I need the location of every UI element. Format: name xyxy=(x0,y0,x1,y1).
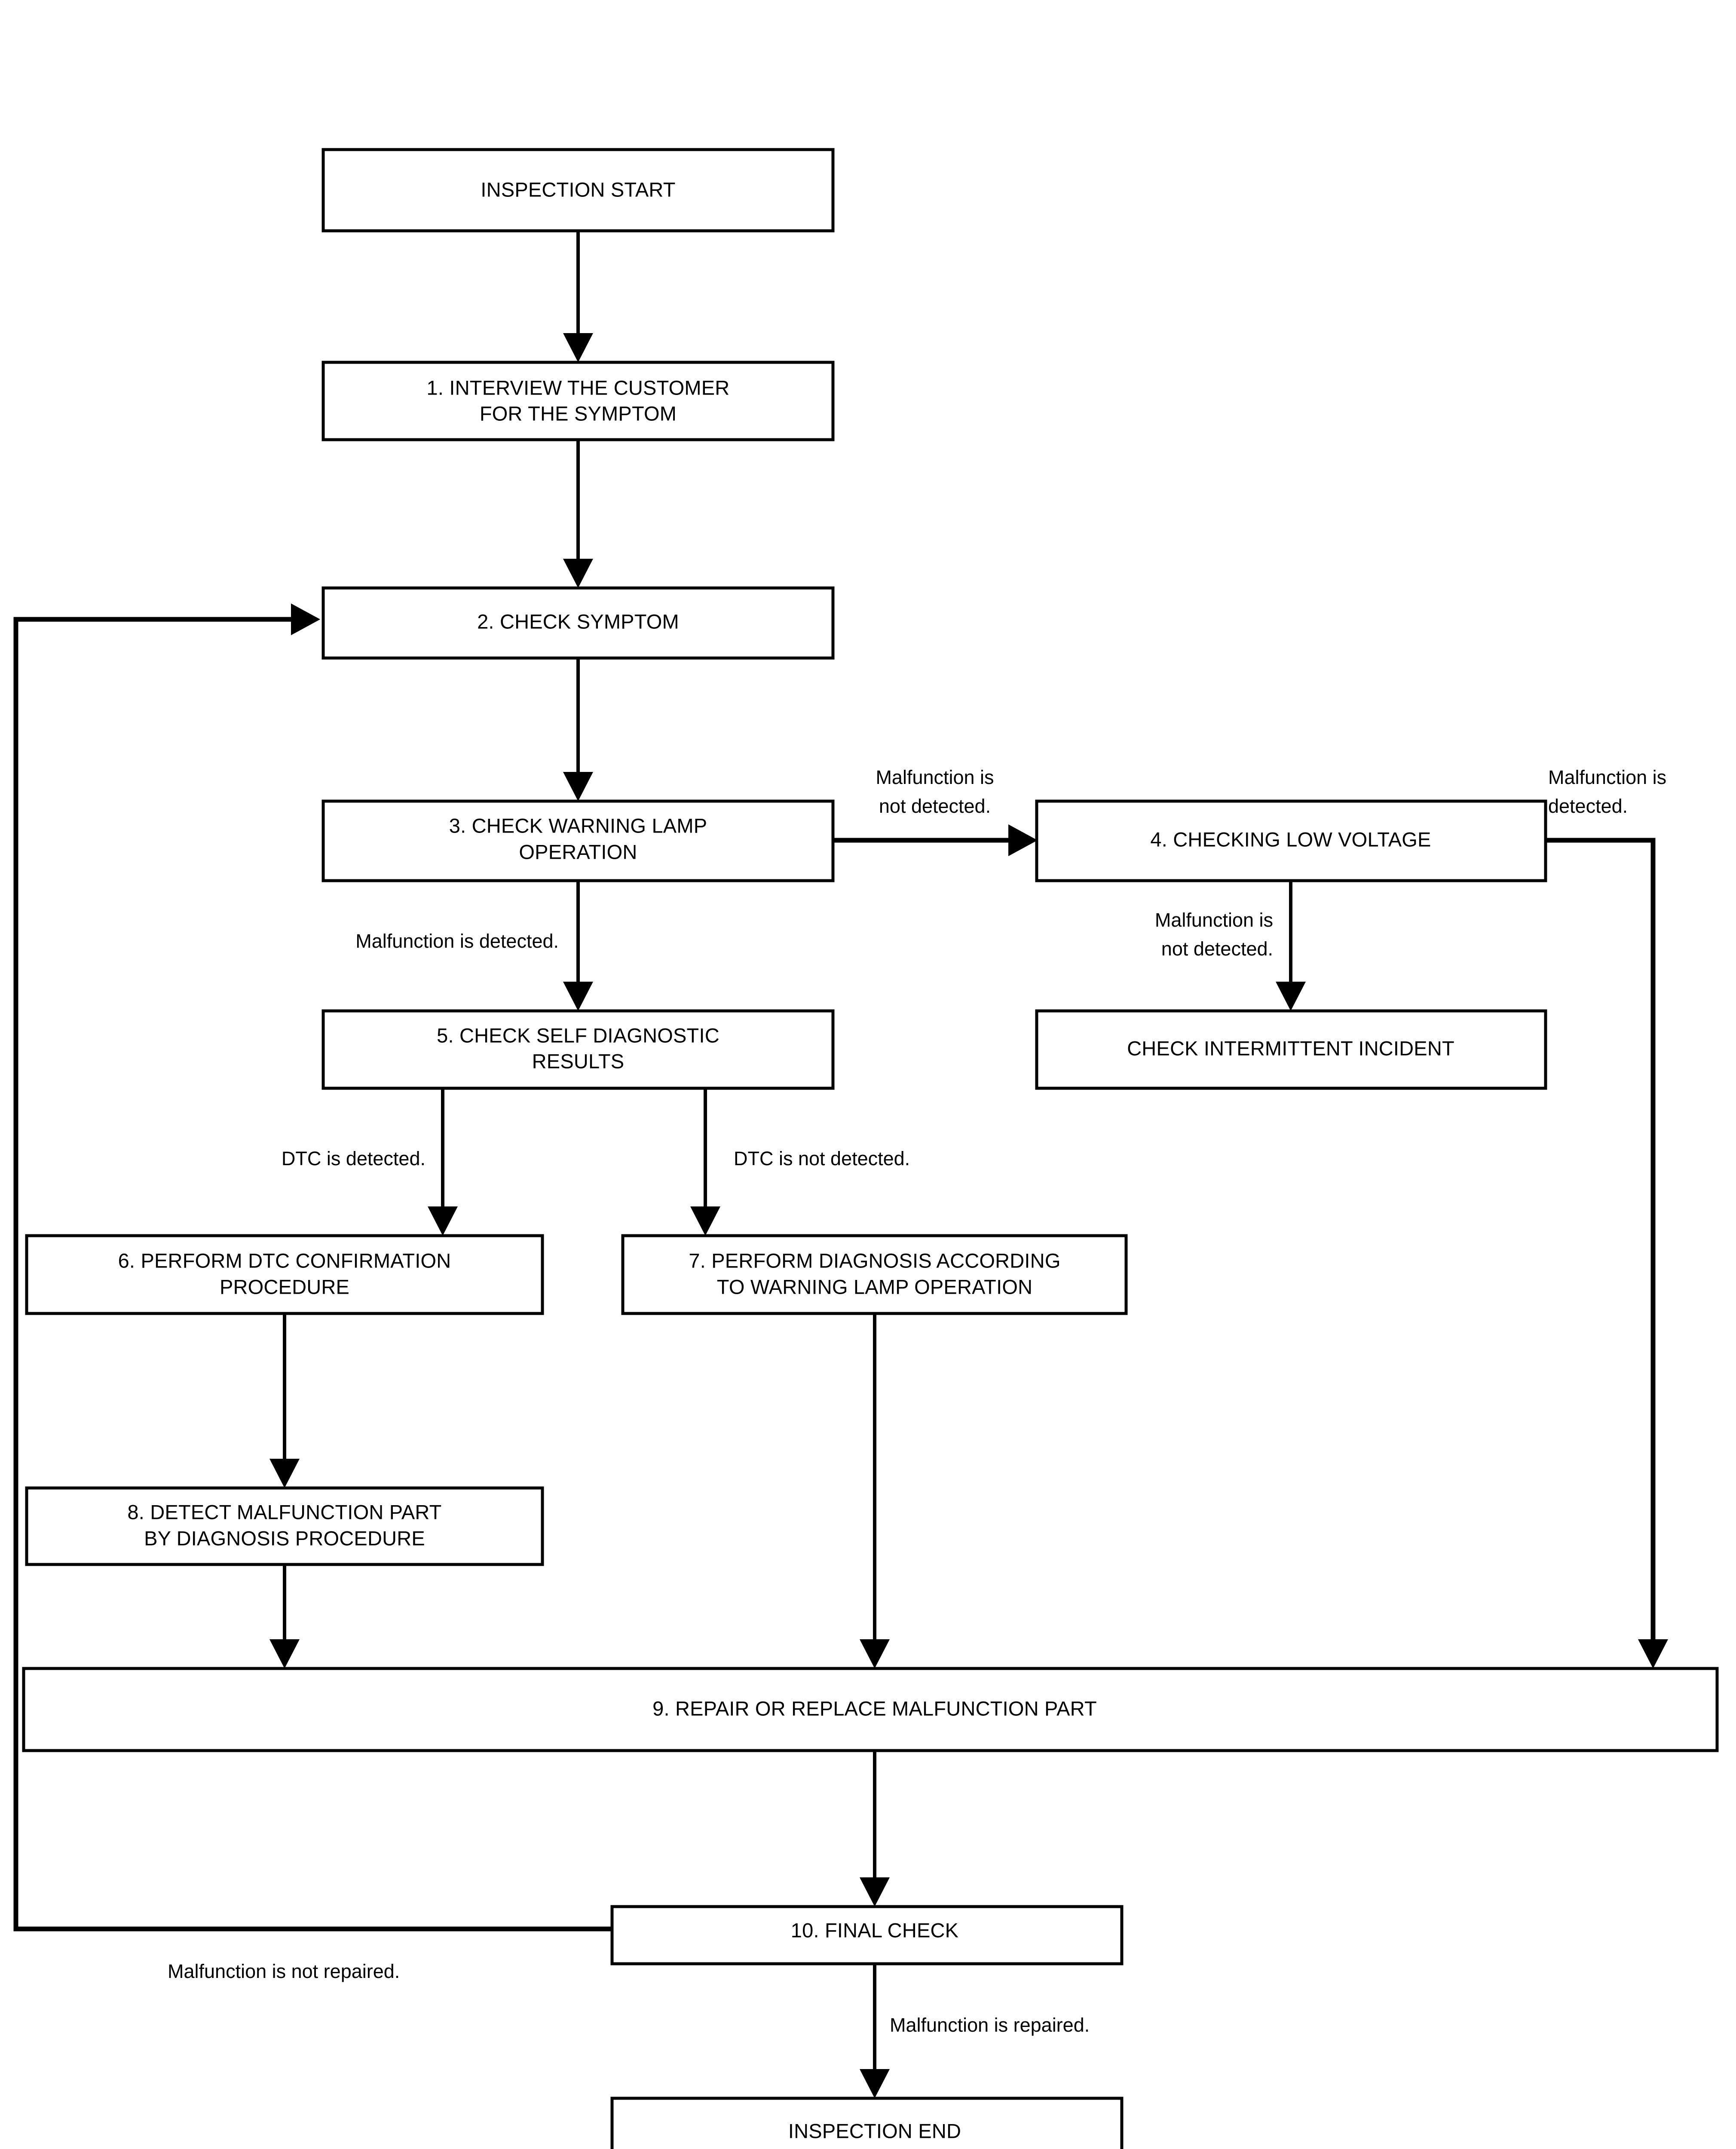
node-step6-label-line2: PROCEDURE xyxy=(220,1275,349,1298)
edge-label-not-repaired-text: Malfunction is not repaired. xyxy=(168,1960,400,1982)
node-step9-label: 9. REPAIR OR REPLACE MALFUNCTION PART xyxy=(652,1697,1097,1720)
edge-label-not-repaired: Malfunction is not repaired. xyxy=(168,1960,400,1982)
connector-start-to-step1 xyxy=(563,231,593,362)
connector-step6-to-step8 xyxy=(269,1313,300,1488)
node-step1-label-line2: FOR THE SYMPTOM xyxy=(480,402,677,425)
edge-label-dtc-detected: DTC is detected. xyxy=(282,1148,426,1169)
node-step5-label-line2: RESULTS xyxy=(532,1050,625,1072)
node-step5-check-self-diagnostic[interactable]: 5. CHECK SELF DIAGNOSTIC RESULTS xyxy=(321,1009,835,1090)
edge-label-dtc-not-detected: DTC is not detected. xyxy=(734,1148,910,1169)
node-step4-checking-low-voltage[interactable]: 4. CHECKING LOW VOLTAGE xyxy=(1035,799,1547,882)
node-step2-label: 2. CHECK SYMPTOM xyxy=(477,610,679,633)
connector-step3-to-step4 xyxy=(833,824,1038,856)
node-step9-repair-or-replace[interactable]: 9. REPAIR OR REPLACE MALFUNCTION PART xyxy=(22,1667,1719,1752)
node-step10-label: 10. FINAL CHECK xyxy=(791,1919,958,1941)
node-step7-perform-diagnosis[interactable]: 7. PERFORM DIAGNOSIS ACCORDING TO WARNIN… xyxy=(621,1234,1128,1315)
edge-label-dtc-detected-text: DTC is detected. xyxy=(282,1148,426,1169)
edge-label-lamp-not-detected-line1: Malfunction is xyxy=(876,766,994,788)
node-step6-perform-dtc-confirmation[interactable]: 6. PERFORM DTC CONFIRMATION PROCEDURE xyxy=(25,1234,544,1315)
edge-label-lamp-detected: Malfunction is detected. xyxy=(355,930,559,952)
connector-step10-to-end xyxy=(860,1964,890,2098)
node-step2-check-symptom[interactable]: 2. CHECK SYMPTOM xyxy=(321,586,835,660)
edge-label-lowvolt-detected-line2: detected. xyxy=(1548,795,1628,817)
node-inspection-end-label: INSPECTION END xyxy=(788,2119,961,2142)
node-step3-label-line2: OPERATION xyxy=(519,840,637,863)
node-step5-label-line1: 5. CHECK SELF DIAGNOSTIC xyxy=(437,1024,720,1047)
node-inspection-start-label: INSPECTION START xyxy=(481,178,675,201)
connector-step4-to-step9 xyxy=(1545,838,1668,1668)
connector-step2-to-step3 xyxy=(563,658,593,801)
node-step1-label-line1: 1. INTERVIEW THE CUSTOMER xyxy=(427,376,730,399)
connector-step8-to-step9 xyxy=(269,1564,300,1668)
edge-label-lowvolt-not-detected-line1: Malfunction is xyxy=(1155,909,1273,931)
node-step6-label-line1: 6. PERFORM DTC CONFIRMATION xyxy=(118,1249,451,1272)
edge-label-lowvolt-detected-line1: Malfunction is xyxy=(1548,766,1666,788)
node-step3-check-warning-lamp[interactable]: 3. CHECK WARNING LAMP OPERATION xyxy=(321,799,835,882)
node-step1-interview-customer[interactable]: 1. INTERVIEW THE CUSTOMER FOR THE SYMPTO… xyxy=(321,361,835,441)
node-step10-final-check[interactable]: 10. FINAL CHECK xyxy=(610,1905,1124,1965)
node-check-intermittent-incident[interactable]: CHECK INTERMITTENT INCIDENT xyxy=(1035,1009,1547,1090)
connector-step5-to-step6 xyxy=(428,1088,458,1236)
node-step3-label-line1: 3. CHECK WARNING LAMP xyxy=(449,814,707,837)
edge-label-lowvolt-not-detected-line2: not detected. xyxy=(1161,938,1273,960)
node-step7-label-line2: TO WARNING LAMP OPERATION xyxy=(717,1275,1032,1298)
node-step4-label: 4. CHECKING LOW VOLTAGE xyxy=(1150,828,1431,851)
node-inspection-start[interactable]: INSPECTION START xyxy=(321,148,835,233)
node-step8-detect-malfunction-part[interactable]: 8. DETECT MALFUNCTION PART BY DIAGNOSIS … xyxy=(25,1486,544,1566)
node-step8-label-line1: 8. DETECT MALFUNCTION PART xyxy=(127,1500,441,1523)
node-step8-label-line2: BY DIAGNOSIS PROCEDURE xyxy=(144,1527,425,1549)
connector-step3-to-step5 xyxy=(563,880,593,1011)
edge-label-lamp-not-detected-line2: not detected. xyxy=(879,795,991,817)
edge-label-lamp-detected-text: Malfunction is detected. xyxy=(355,930,559,952)
connector-step7-to-step9 xyxy=(860,1313,890,1668)
edge-label-repaired: Malfunction is repaired. xyxy=(890,2014,1090,2036)
node-inspection-end[interactable]: INSPECTION END xyxy=(610,2097,1124,2149)
connector-step1-to-step2 xyxy=(563,439,593,588)
connector-step10-feedback-to-step2 xyxy=(13,603,612,1932)
connector-step9-to-step10 xyxy=(860,1751,890,1907)
edge-label-lamp-not-detected: Malfunction is not detected. xyxy=(876,766,994,817)
connector-step4-to-intermittent xyxy=(1276,880,1306,1011)
edge-label-lowvolt-not-detected: Malfunction is not detected. xyxy=(1155,909,1273,960)
edge-label-lowvolt-detected: Malfunction is detected. xyxy=(1548,766,1666,817)
node-check-intermittent-incident-label: CHECK INTERMITTENT INCIDENT xyxy=(1127,1037,1454,1059)
connector-step5-to-step7 xyxy=(690,1088,720,1236)
node-step7-label-line1: 7. PERFORM DIAGNOSIS ACCORDING xyxy=(689,1249,1060,1272)
edge-label-dtc-not-detected-text: DTC is not detected. xyxy=(734,1148,910,1169)
edge-label-repaired-text: Malfunction is repaired. xyxy=(890,2014,1090,2036)
